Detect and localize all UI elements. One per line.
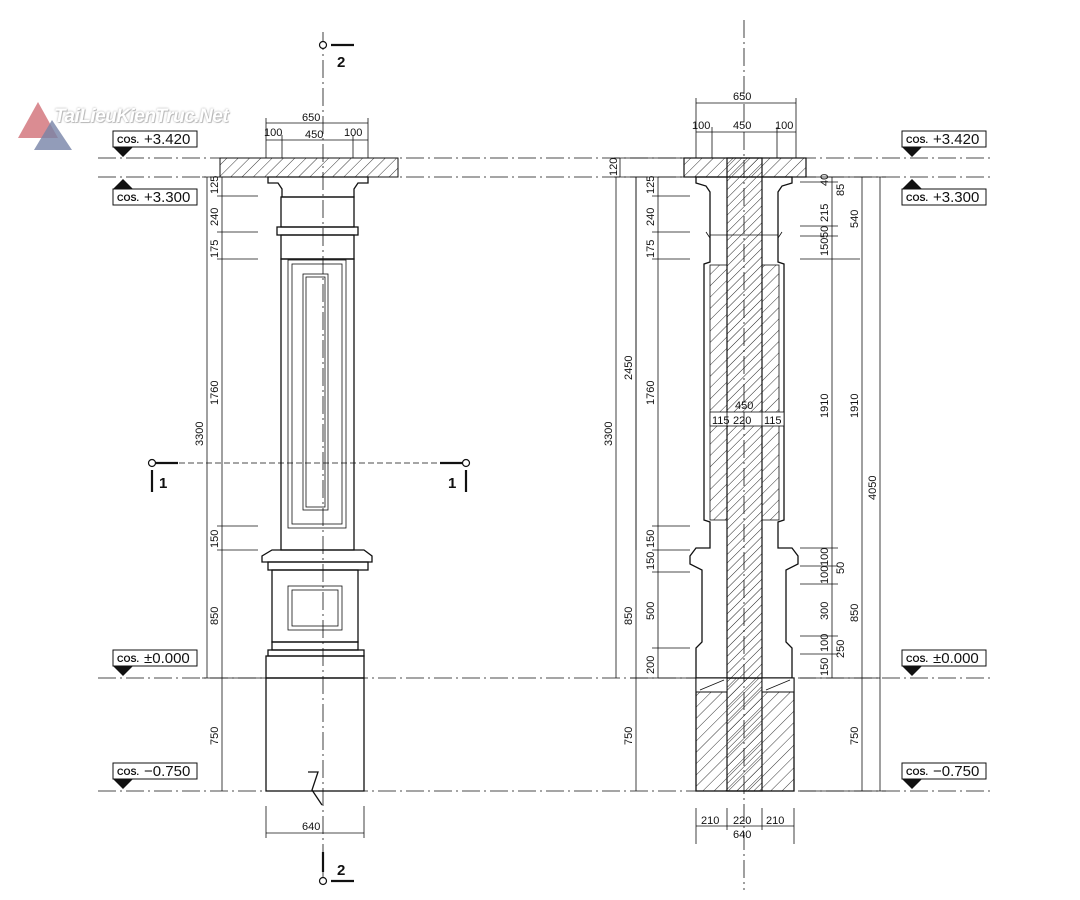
dim-text: 100 — [264, 127, 282, 139]
dim-text: 210 — [766, 815, 784, 827]
dim-text: 1910 — [819, 394, 831, 418]
level-marker-right-3300: COS. +3.300 — [901, 179, 987, 206]
dim-text: 50 — [819, 226, 831, 238]
dim-text: 1910 — [849, 394, 861, 418]
dim-text: 220 — [733, 815, 751, 827]
dim-text: 250 — [835, 640, 847, 658]
dim-text: 500 — [645, 602, 657, 620]
column-section: 450 115 220 115 — [683, 20, 807, 890]
dim-text: 215 — [819, 204, 831, 222]
level-prefix: COS. — [906, 135, 928, 145]
dim-text: 540 — [849, 210, 861, 228]
dim-text: 125 — [209, 176, 221, 194]
dim-text: 1760 — [645, 381, 657, 405]
level-prefix: COS. — [117, 135, 139, 145]
dim-text: 150 — [645, 530, 657, 548]
level-prefix: COS. — [906, 767, 928, 777]
dim-text: 150 — [819, 658, 831, 676]
top-slab — [219, 157, 399, 178]
dim-text: 150 — [645, 552, 657, 570]
dim-text: 4050 — [867, 476, 879, 500]
dim-text: 1760 — [209, 381, 221, 405]
dim-text: 100 — [692, 120, 710, 132]
level-value: ±0.000 — [933, 650, 979, 667]
dim-text: 750 — [623, 727, 635, 745]
dim-text: 100 — [819, 548, 831, 566]
dim-text: 150 — [209, 530, 221, 548]
pedestal — [271, 569, 359, 643]
dim-text: 850 — [209, 607, 221, 625]
dim-text: 120 — [608, 158, 620, 176]
dim-text: 3300 — [603, 422, 615, 446]
dim-text: 2450 — [623, 356, 635, 380]
watermark-text: TaiLieuKienTruc.Net — [54, 106, 229, 127]
dim-text: 640 — [302, 821, 320, 833]
level-value: +3.420 — [933, 131, 979, 148]
dim-text: 50 — [835, 562, 847, 574]
section-mark-left: 1 — [159, 475, 167, 492]
elevation-dimensions: 650 100 450 100 640 125 240 175 1760 150… — [194, 112, 369, 838]
level-value: −0.750 — [144, 763, 190, 780]
dim-text: 175 — [209, 240, 221, 258]
level-marker-left-3300: COS. +3.300 — [112, 179, 198, 206]
dim-text: 100 — [775, 120, 793, 132]
level-value: −0.750 — [933, 763, 979, 780]
dim-text: 450 — [733, 120, 751, 132]
dim-text: 300 — [819, 602, 831, 620]
dim-text: 115 — [712, 415, 730, 427]
level-marker-left-0000: COS. ±0.000 — [112, 649, 198, 676]
dim-text: 650 — [733, 91, 751, 103]
level-prefix: COS. — [906, 193, 928, 203]
dim-text: 40 — [819, 174, 831, 186]
capital — [267, 176, 369, 198]
dim-text: 125 — [645, 176, 657, 194]
dim-text: 450 — [305, 129, 323, 141]
level-marker-right-0000: COS. ±0.000 — [901, 649, 987, 676]
footing-column — [265, 677, 365, 792]
logo-icon — [18, 102, 72, 150]
level-value: +3.300 — [933, 189, 979, 206]
level-prefix: COS. — [117, 654, 139, 664]
level-prefix: COS. — [117, 193, 139, 203]
dim-text: 220 — [733, 415, 751, 427]
base-cornice — [261, 549, 373, 563]
section-mark-top: 2 — [337, 54, 345, 71]
section-dimensions: 650 100 450 100 210 220 210 640 120 125 … — [603, 91, 886, 844]
section-mark-bottom: 2 — [337, 862, 345, 879]
level-value: +3.420 — [144, 131, 190, 148]
dim-text: 3300 — [194, 422, 206, 446]
section-mark-right: 1 — [448, 475, 456, 492]
level-value: ±0.000 — [144, 650, 190, 667]
level-marker-left-0750: COS. −0.750 — [112, 762, 198, 789]
dim-text: 200 — [645, 656, 657, 674]
level-value: +3.300 — [144, 189, 190, 206]
dim-text: 240 — [209, 208, 221, 226]
dim-text: 750 — [209, 727, 221, 745]
dim-text: 750 — [849, 727, 861, 745]
dim-text: 240 — [645, 208, 657, 226]
dim-text: 150 — [819, 238, 831, 256]
column-elevation: 1 1 2 2 — [147, 32, 471, 886]
watermark-logo: TaiLieuKienTruc.Net — [14, 98, 264, 158]
dim-text: 650 — [302, 112, 320, 124]
dim-text: 850 — [849, 604, 861, 622]
dim-text: 175 — [645, 240, 657, 258]
dim-text: 85 — [835, 184, 847, 196]
dim-text: 850 — [623, 607, 635, 625]
level-prefix: COS. — [117, 767, 139, 777]
dim-text: 100 — [819, 634, 831, 652]
dim-text: 100 — [344, 127, 362, 139]
level-marker-right-3420: COS. +3.420 — [901, 130, 987, 157]
footing-section — [695, 677, 795, 792]
dim-text: 640 — [733, 829, 751, 841]
level-prefix: COS. — [906, 654, 928, 664]
level-lines — [98, 157, 990, 792]
level-marker-right-0750: COS. −0.750 — [901, 762, 987, 789]
dim-text: 100 — [819, 566, 831, 584]
dim-text: 210 — [701, 815, 719, 827]
level-marker-left-3420: COS. +3.420 — [112, 130, 198, 157]
dim-text: 115 — [764, 415, 782, 427]
